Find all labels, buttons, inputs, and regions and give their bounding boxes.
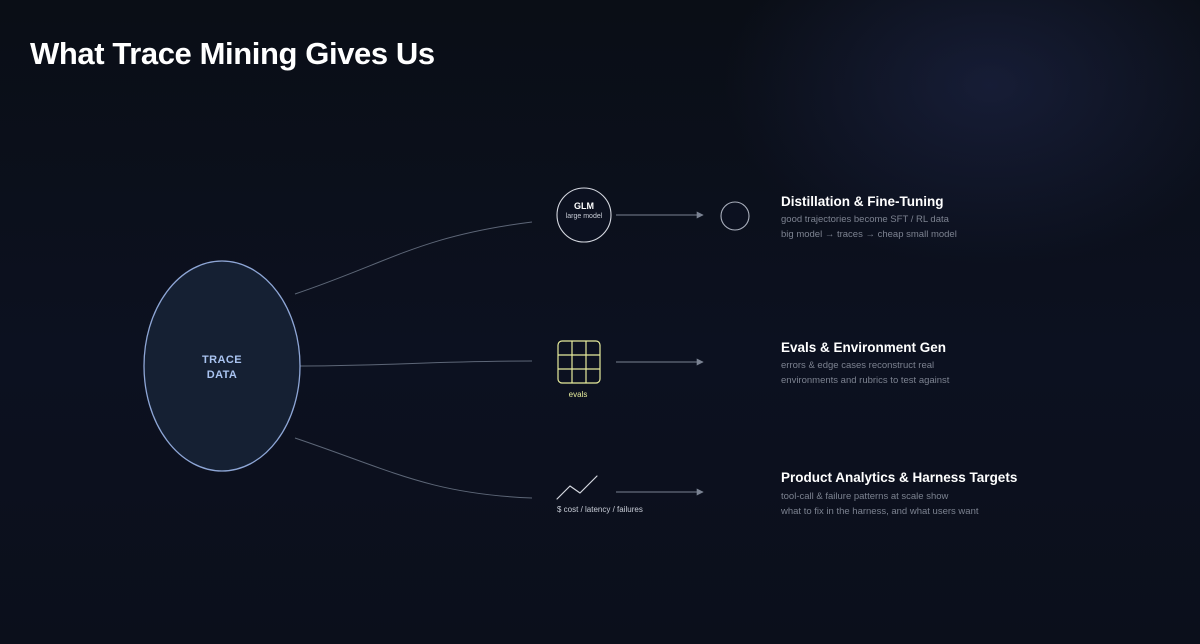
- evals-description: errors & edge cases reconstruct real env…: [781, 358, 949, 388]
- distillation-description: good trajectories become SFT / RL data b…: [781, 212, 957, 242]
- trend-line-icon: [556, 475, 598, 500]
- analytics-description: tool-call & failure patterns at scale sh…: [781, 489, 979, 519]
- analytics-caption: $ cost / latency / failures: [557, 505, 643, 514]
- trace-data-label: TRACE DATA: [172, 353, 272, 383]
- evals-title: Evals & Environment Gen: [781, 340, 947, 355]
- slide-title: What Trace Mining Gives Us: [30, 36, 435, 71]
- evals-grid-icon: [557, 340, 601, 384]
- trace-data-node: [143, 260, 301, 472]
- connector-to-evals: [294, 360, 533, 367]
- analytics-description-line1: tool-call & failure patterns at scale sh…: [781, 491, 949, 502]
- analytics-title: Product Analytics & Harness Targets: [781, 470, 1018, 485]
- evals-description-line1: errors & edge cases reconstruct real: [781, 360, 935, 371]
- glm-model-subtitle: large model: [565, 213, 603, 220]
- trace-data-label-line1: TRACE: [202, 354, 242, 366]
- evals-description-line2: environments and rubrics to test against: [781, 375, 950, 386]
- glm-model-title: GLM: [574, 201, 594, 211]
- evals-caption: evals: [568, 390, 588, 399]
- connector-to-distillation: [294, 221, 533, 295]
- small-model-circle-icon: [720, 201, 750, 231]
- connector-to-analytics: [294, 437, 533, 499]
- analytics-description-line2: what to fix in the harness, and what use…: [781, 506, 979, 517]
- distillation-description-line2: big model → traces → cheap small model: [781, 229, 957, 240]
- distillation-title: Distillation & Fine-Tuning: [781, 194, 944, 209]
- glm-model-circle-icon: [556, 187, 612, 243]
- trace-data-label-line2: DATA: [206, 369, 238, 381]
- distillation-description-line1: good trajectories become SFT / RL data: [781, 214, 949, 225]
